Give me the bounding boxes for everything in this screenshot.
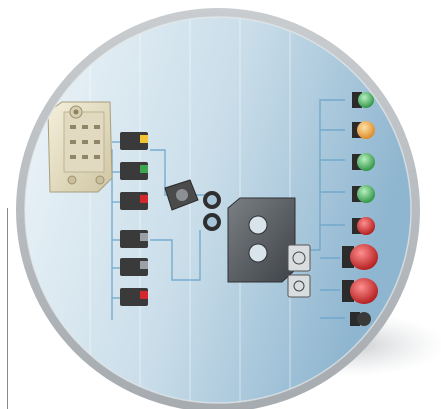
pilot-light-amber xyxy=(352,121,375,139)
push-button-green xyxy=(352,185,375,203)
push-button-red xyxy=(352,217,375,235)
emergency-stop-red xyxy=(342,244,378,270)
pilot-light-green xyxy=(352,92,374,108)
enclosure-base xyxy=(48,102,112,192)
pilot-light-green xyxy=(352,153,375,171)
control-station-lid xyxy=(228,198,295,282)
selector-switch xyxy=(350,312,371,326)
legend-plates xyxy=(288,245,310,297)
emergency-stop-red xyxy=(342,278,378,304)
